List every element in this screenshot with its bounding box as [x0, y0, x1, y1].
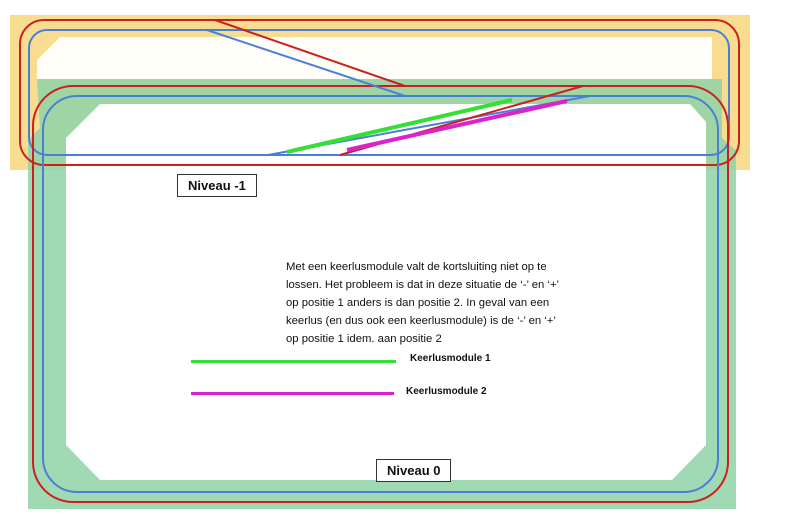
note-line: lossen. Het probleem is dat in deze situ… [286, 279, 560, 291]
legend-swatch-module-2 [191, 392, 394, 395]
level-minus1-inner-rail [28, 29, 730, 156]
level-minus1-outer-rail [19, 19, 740, 166]
level-0-label: Niveau 0 [376, 459, 452, 482]
level-0-inner-rail [42, 95, 719, 493]
note-line: Met een keerlusmodule valt de kortsluiti… [286, 261, 547, 273]
note-line: op positie 1 idem. aan positie 2 [286, 333, 442, 345]
level-minus1-label: Niveau -1 [177, 174, 257, 197]
legend-swatch-module-1 [191, 360, 396, 363]
legend-label-module-1: Keerlusmodule 1 [410, 353, 491, 364]
level-0-inner-area [66, 104, 706, 480]
reverse-loop-module-1-section [286, 98, 513, 154]
crossover-blue-rail [206, 29, 406, 97]
reverse-loop-module-2-section [346, 99, 568, 152]
legend-label-module-2: Keerlusmodule 2 [406, 386, 487, 397]
note-line: op positie 1 anders is dan positie 2. In… [286, 297, 550, 309]
explanation-note: Met een keerlusmodule valt de kortsluiti… [286, 258, 591, 348]
crossover-red-rail [214, 19, 406, 87]
note-line: keerlus (en dus ook een keerlusmodule) i… [286, 315, 556, 327]
level-0-outer-rail [32, 85, 729, 503]
level-minus1-inner-area [37, 37, 712, 79]
